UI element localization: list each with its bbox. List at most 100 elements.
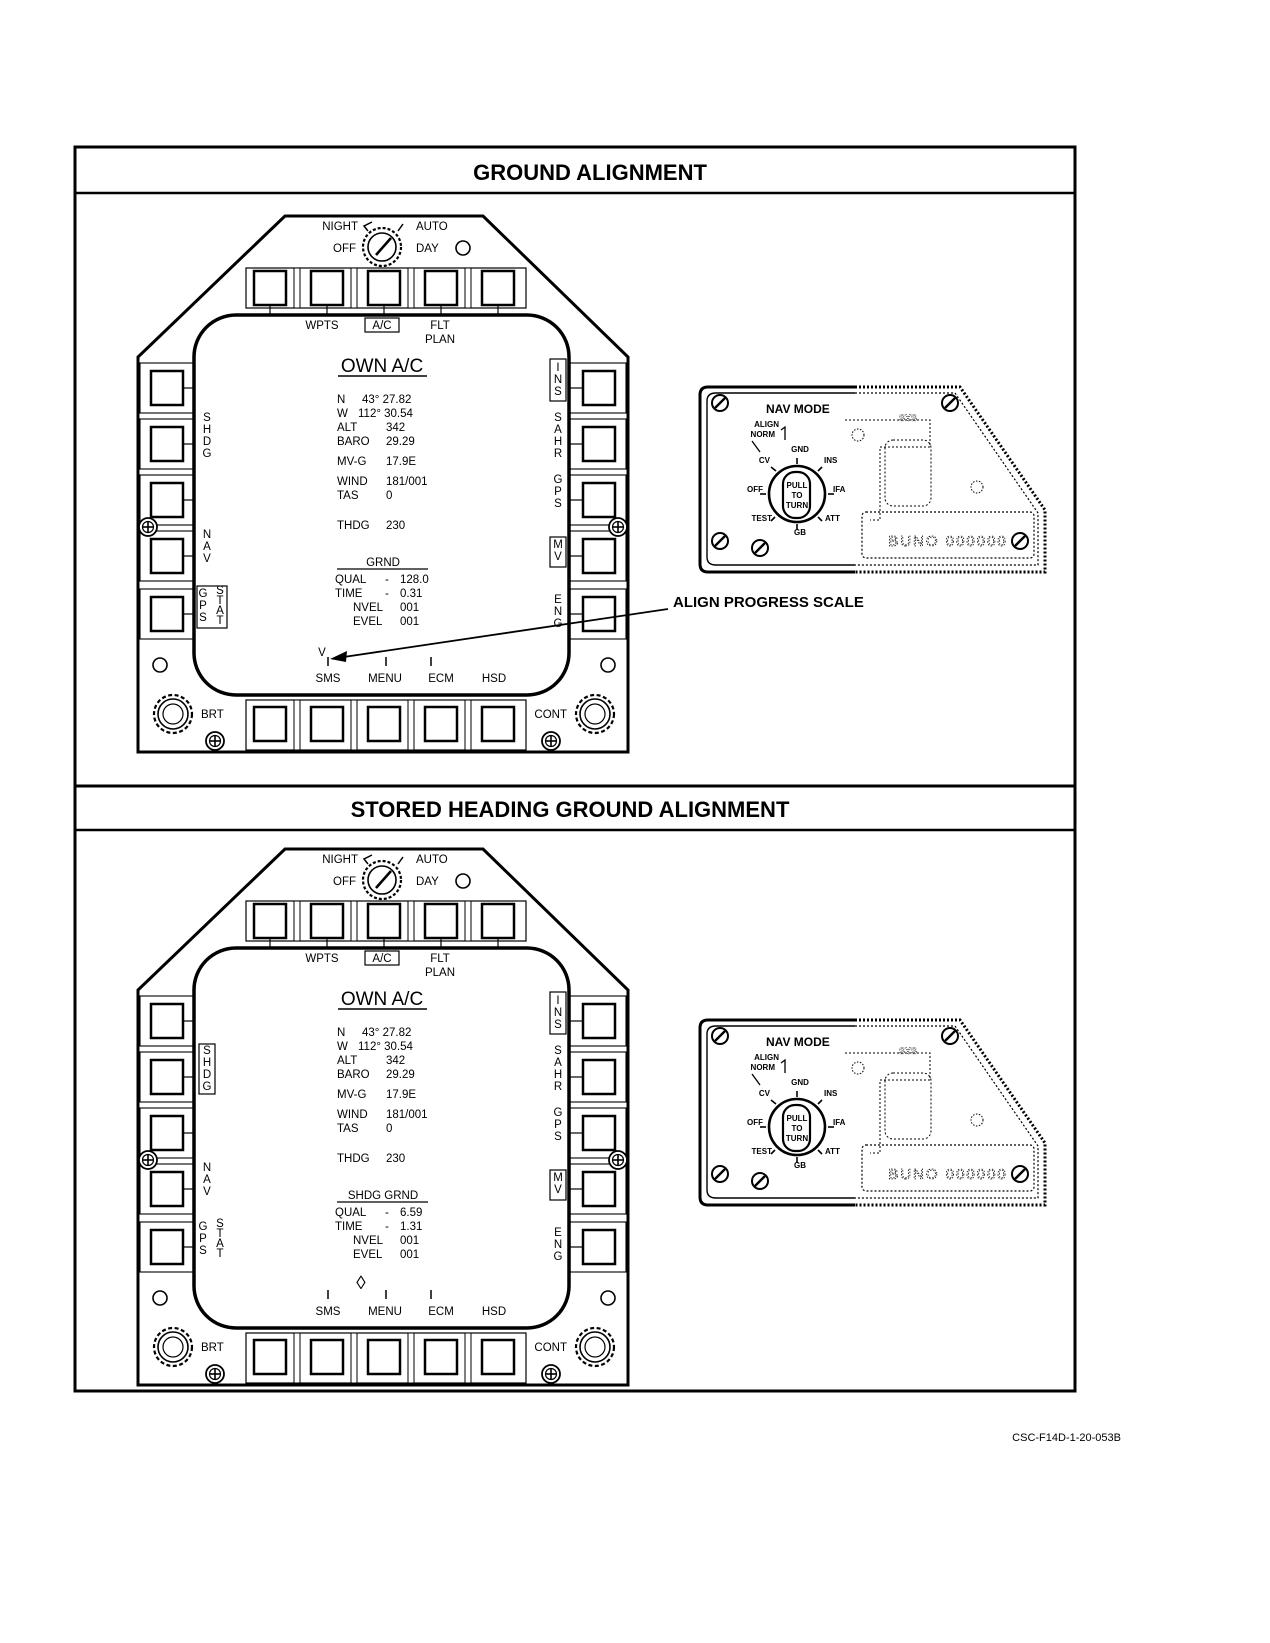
- top-pushbutton-1[interactable]: [252, 269, 288, 307]
- bottom-rail: [245, 699, 527, 751]
- right-side-label: S: [554, 1045, 562, 1057]
- pushbutton-face[interactable]: [366, 1338, 402, 1376]
- bottom-pushbutton-5[interactable]: [480, 1338, 516, 1376]
- left-pushbutton-2[interactable]: [149, 1058, 185, 1096]
- pushbutton-face[interactable]: [149, 1002, 185, 1040]
- pushbutton-face[interactable]: [149, 481, 185, 519]
- pushbutton-face[interactable]: [252, 1338, 288, 1376]
- pushbutton-face[interactable]: [366, 705, 402, 743]
- pushbutton-face[interactable]: [423, 902, 459, 940]
- right-side-label: G: [554, 474, 563, 486]
- left-pushbutton-4[interactable]: [149, 1170, 185, 1208]
- pushbutton-face[interactable]: [149, 1170, 185, 1208]
- left-pushbutton-1[interactable]: [149, 1002, 185, 1040]
- brightness-knob[interactable]: [152, 1326, 194, 1368]
- pushbutton-face[interactable]: [581, 481, 617, 519]
- pushbutton-face[interactable]: [581, 537, 617, 575]
- right-pushbutton-3[interactable]: [581, 481, 617, 519]
- bottom-pushbutton-2[interactable]: [309, 705, 345, 743]
- pushbutton-face[interactable]: [480, 705, 516, 743]
- pushbutton-face[interactable]: [581, 1114, 617, 1152]
- right-pushbutton-4[interactable]: [581, 537, 617, 575]
- contrast-knob[interactable]: [574, 693, 616, 735]
- left-side-label: G: [199, 1221, 208, 1233]
- pushbutton-face[interactable]: [581, 1170, 617, 1208]
- panel-screw: [940, 1026, 960, 1046]
- left-pushbutton-5[interactable]: [149, 1228, 185, 1266]
- top-pushbutton-4[interactable]: [423, 269, 459, 307]
- brightness-knob[interactable]: [152, 693, 194, 735]
- pushbutton-face[interactable]: [480, 269, 516, 307]
- bottom-pushbutton-1[interactable]: [252, 705, 288, 743]
- mode-selector-knob[interactable]: [361, 226, 403, 268]
- top-pushbutton-2[interactable]: [309, 269, 345, 307]
- pushbutton-face[interactable]: [581, 1058, 617, 1096]
- right-pushbutton-1[interactable]: [581, 369, 617, 407]
- top-pushbutton-1[interactable]: [252, 902, 288, 940]
- light-sensor: [455, 240, 471, 256]
- right-pushbutton-5[interactable]: [581, 1228, 617, 1266]
- right-pushbutton-2[interactable]: [581, 1058, 617, 1096]
- pushbutton-face[interactable]: [480, 1338, 516, 1376]
- pushbutton-face[interactable]: [149, 1228, 185, 1266]
- pushbutton-face[interactable]: [581, 1228, 617, 1266]
- bottom-pushbutton-4[interactable]: [423, 705, 459, 743]
- pushbutton-face[interactable]: [252, 902, 288, 940]
- mode-selector-knob[interactable]: [361, 859, 403, 901]
- left-pushbutton-3[interactable]: [149, 1114, 185, 1152]
- bottom-pushbutton-5[interactable]: [480, 705, 516, 743]
- nav-mode-position-label: IFA: [833, 1118, 846, 1127]
- top-pushbutton-4[interactable]: [423, 902, 459, 940]
- pushbutton-face[interactable]: [309, 269, 345, 307]
- pushbutton-face[interactable]: [149, 1058, 185, 1096]
- pushbutton-face[interactable]: [423, 269, 459, 307]
- right-side-label: M: [553, 539, 563, 551]
- top-rail: [245, 267, 527, 309]
- pushbutton-face[interactable]: [149, 595, 185, 633]
- right-pushbutton-3[interactable]: [581, 1114, 617, 1152]
- pushbutton-face[interactable]: [366, 269, 402, 307]
- top-pushbutton-5[interactable]: [480, 269, 516, 307]
- cont-label: CONT: [534, 709, 567, 721]
- pushbutton-face[interactable]: [252, 269, 288, 307]
- bottom-pushbutton-3[interactable]: [366, 705, 402, 743]
- pushbutton-face[interactable]: [309, 902, 345, 940]
- bottom-pushbutton-3[interactable]: [366, 1338, 402, 1376]
- pushbutton-face[interactable]: [581, 425, 617, 463]
- pushbutton-face[interactable]: [423, 705, 459, 743]
- left-pushbutton-2[interactable]: [149, 425, 185, 463]
- pushbutton-face[interactable]: [149, 425, 185, 463]
- bottom-pushbutton-4[interactable]: [423, 1338, 459, 1376]
- left-pushbutton-4[interactable]: [149, 537, 185, 575]
- pushbutton-face[interactable]: [149, 1114, 185, 1152]
- pushbutton-face[interactable]: [366, 902, 402, 940]
- top-pushbutton-3[interactable]: [366, 269, 402, 307]
- pushbutton-face[interactable]: [480, 902, 516, 940]
- pushbutton-face[interactable]: [581, 369, 617, 407]
- pushbutton-face[interactable]: [309, 705, 345, 743]
- top-pushbutton-3[interactable]: [366, 902, 402, 940]
- contrast-knob[interactable]: [574, 1326, 616, 1368]
- pushbutton-face[interactable]: [423, 1338, 459, 1376]
- pushbutton-face[interactable]: [252, 705, 288, 743]
- right-pushbutton-5[interactable]: [581, 595, 617, 633]
- left-pushbutton-1[interactable]: [149, 369, 185, 407]
- top-pushbutton-2[interactable]: [309, 902, 345, 940]
- pushbutton-face[interactable]: [309, 1338, 345, 1376]
- pushbutton-face[interactable]: [581, 595, 617, 633]
- left-pushbutton-5[interactable]: [149, 595, 185, 633]
- pushbutton-face[interactable]: [581, 1002, 617, 1040]
- right-pushbutton-2[interactable]: [581, 425, 617, 463]
- pushbutton-face[interactable]: [149, 369, 185, 407]
- right-pushbutton-4[interactable]: [581, 1170, 617, 1208]
- bottom-pushbutton-1[interactable]: [252, 1338, 288, 1376]
- right-pushbutton-1[interactable]: [581, 1002, 617, 1040]
- pushbutton-face[interactable]: [149, 537, 185, 575]
- left-pushbutton-3[interactable]: [149, 481, 185, 519]
- top-pushbutton-5[interactable]: [480, 902, 516, 940]
- rail-divider: [293, 267, 301, 309]
- bottom-pushbutton-2[interactable]: [309, 1338, 345, 1376]
